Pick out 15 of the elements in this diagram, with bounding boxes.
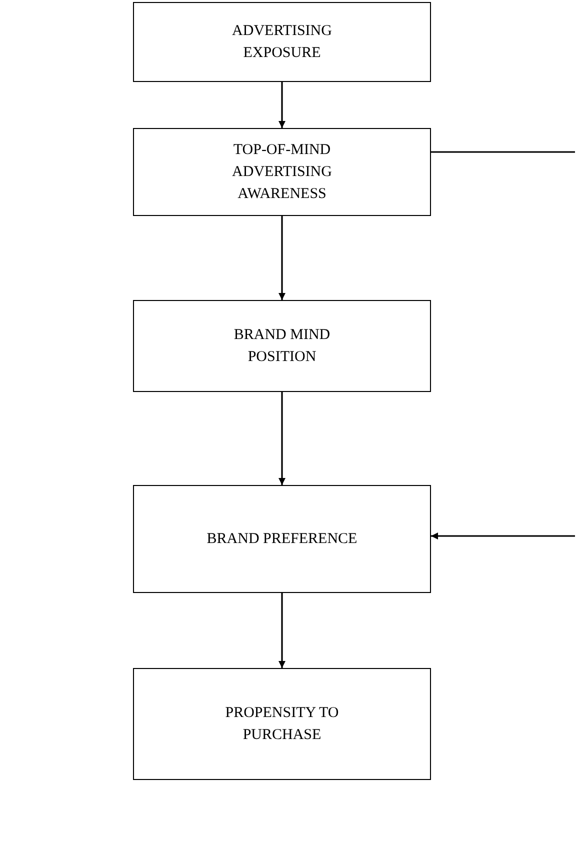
arrow xyxy=(278,593,286,668)
process-box xyxy=(133,2,431,82)
process-box xyxy=(133,128,431,216)
arrow xyxy=(431,532,575,540)
box-label: BRAND PREFERENCE xyxy=(206,530,358,549)
box-label: TOP-OF-MIND ADVERTISING AWARENESS xyxy=(231,141,333,204)
box-label: PROPENSITY TO PURCHASE xyxy=(224,704,340,745)
process-box xyxy=(133,668,431,780)
arrow xyxy=(278,392,286,485)
box-label: ADVERTISING EXPOSURE xyxy=(231,22,333,63)
process-box xyxy=(133,300,431,392)
box-label: BRAND MIND POSITION xyxy=(232,326,332,367)
arrow xyxy=(278,216,286,300)
arrow xyxy=(278,82,286,128)
process-box xyxy=(133,485,431,593)
